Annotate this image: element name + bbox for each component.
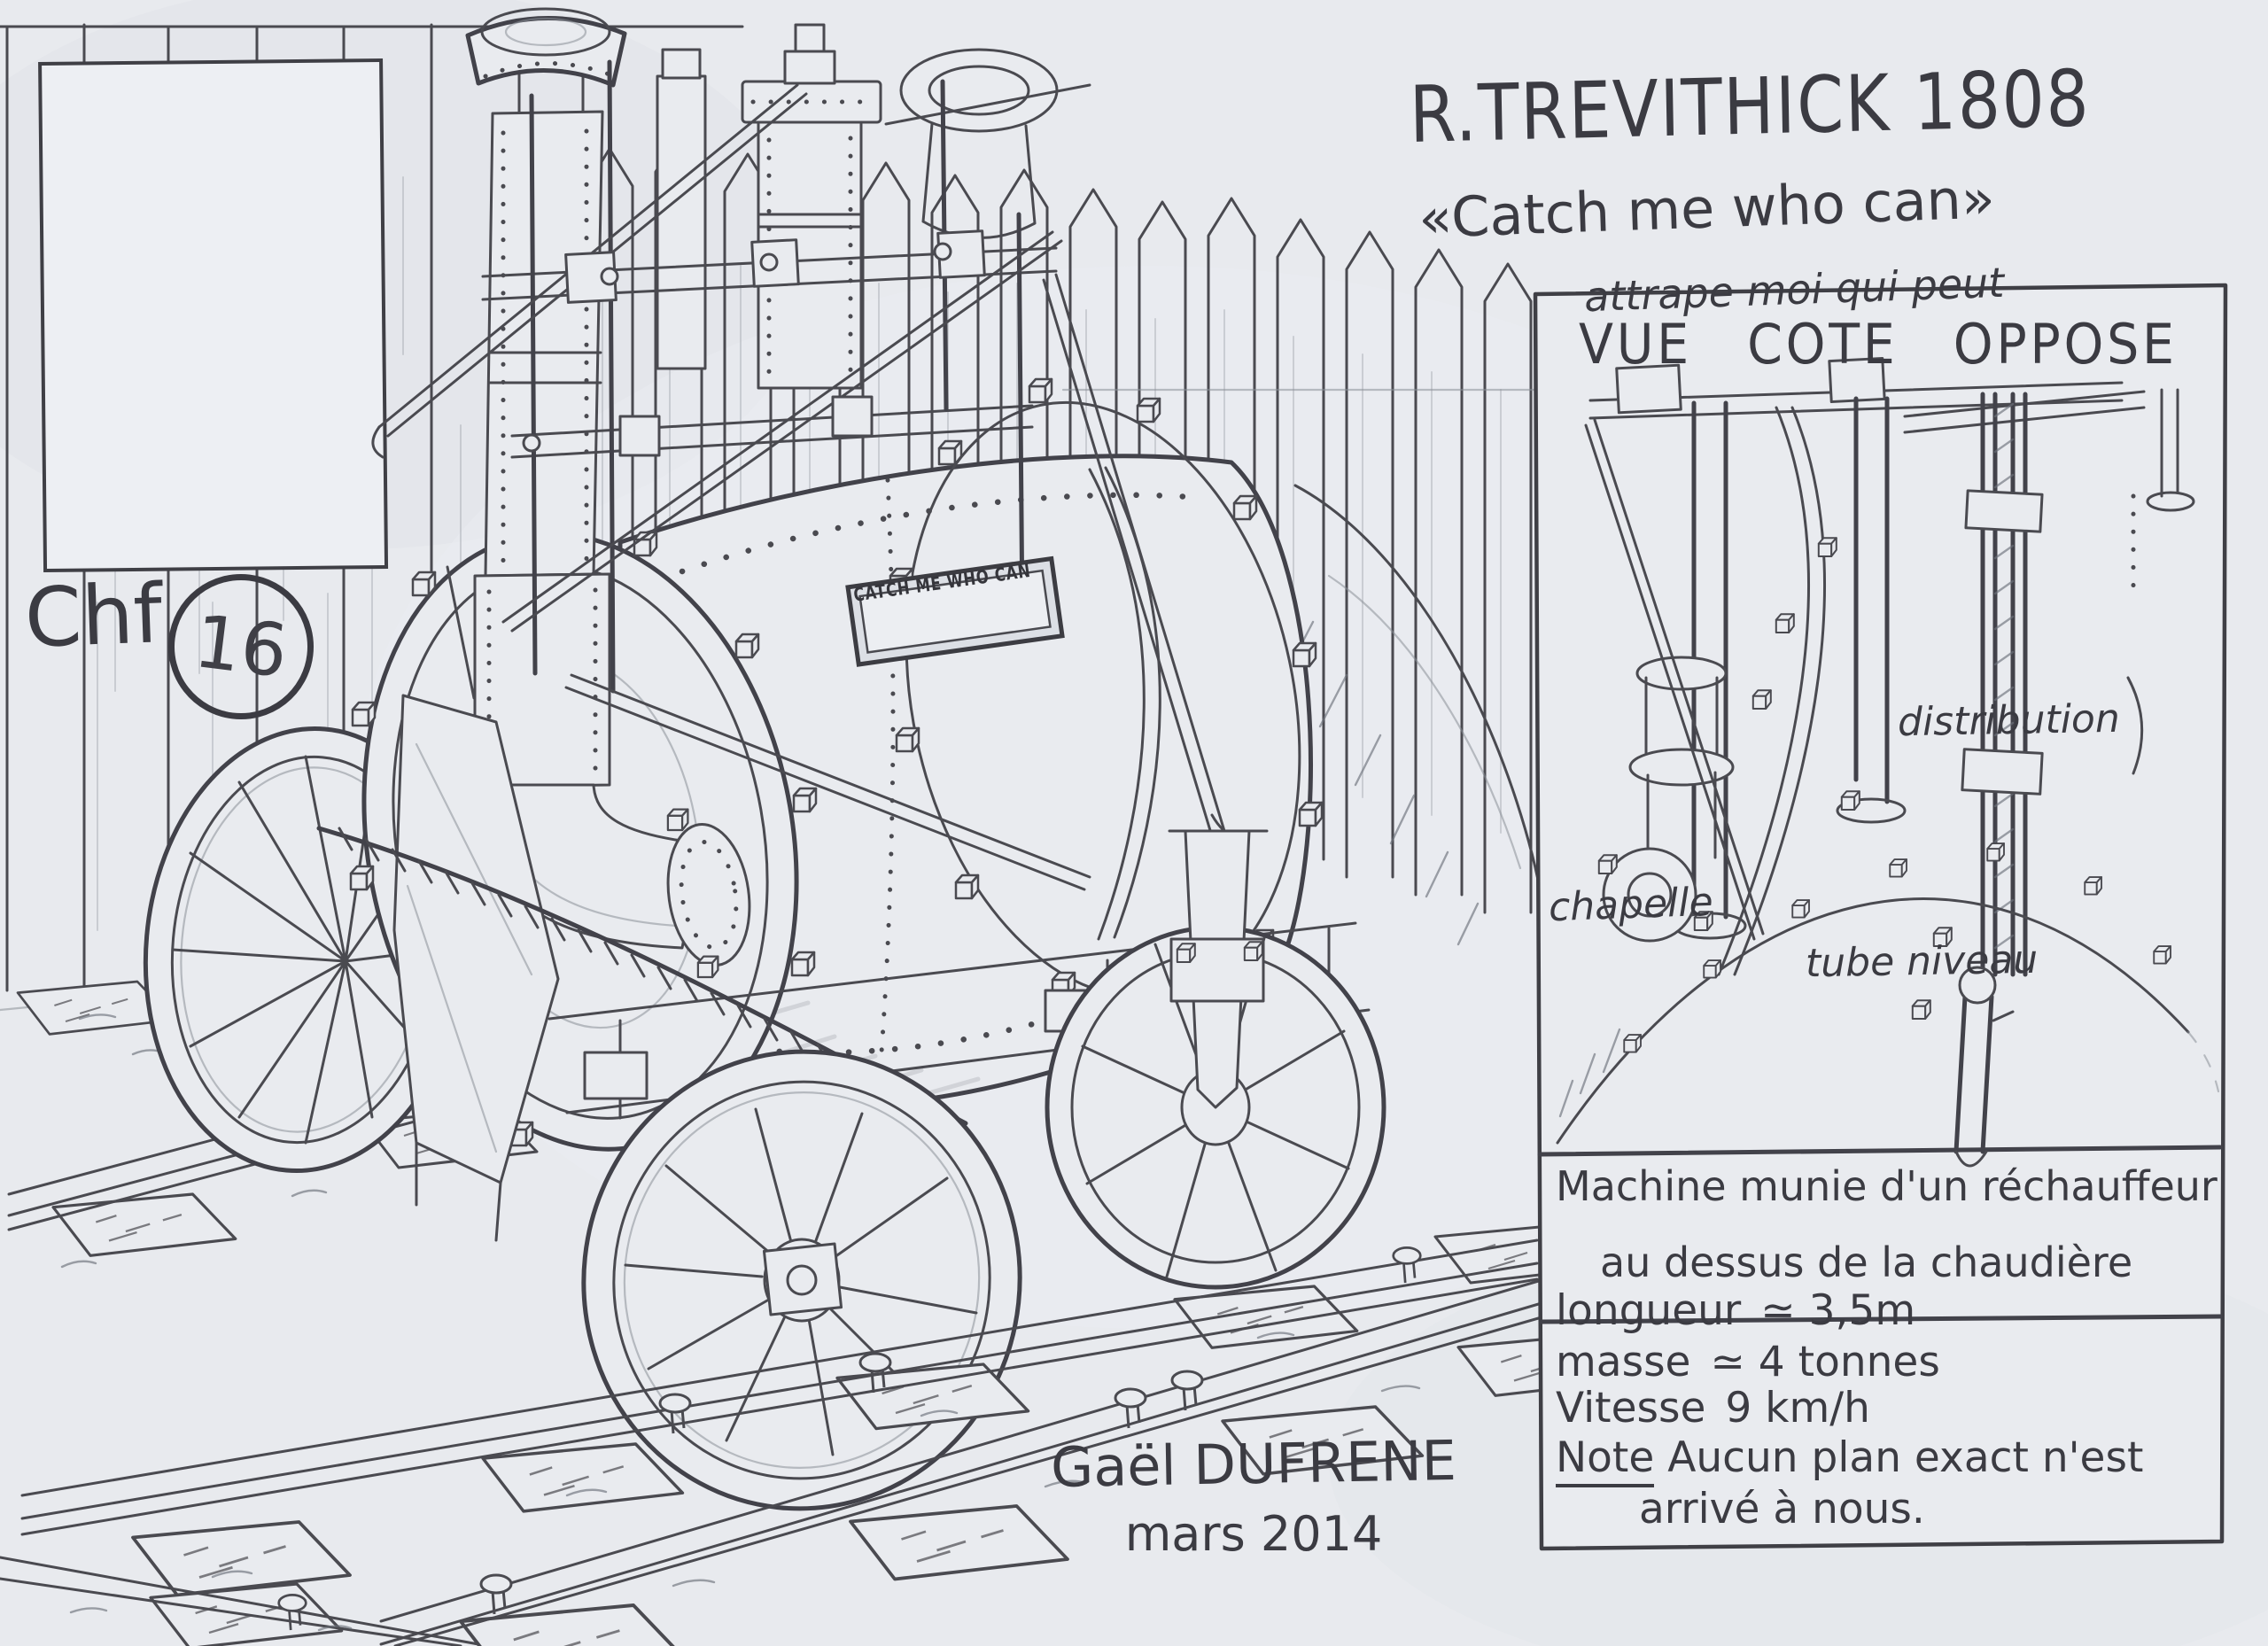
spec-mass-value: ≃ 4 tonnes (1710, 1338, 1940, 1386)
sheet-mark-number: 16 (190, 599, 292, 695)
inset-box (1533, 283, 2228, 1551)
spec-mass: masse ≃ 4 tonnes (1556, 1338, 1940, 1386)
spec-length-label: longueur (1556, 1286, 1742, 1335)
label-distribution: distribution (1897, 695, 2121, 746)
spec-speed-label: Vitesse (1556, 1384, 1706, 1432)
artist-signature: Gaël DUFRENE (1050, 1428, 1457, 1500)
rail-middle (20, 1223, 1611, 1597)
axle-fork (1168, 829, 1269, 1109)
inset-description-line2: au dessus de la chaudière (1600, 1238, 2133, 1286)
sheet-mark-prefix: Chf (23, 566, 164, 666)
right-wheel (1045, 829, 1386, 1290)
rail-near (379, 1278, 1643, 1646)
axle-bracket (392, 565, 560, 1242)
label-tube-niveau: tube niveau (1805, 936, 2039, 987)
valve-gear-framework (371, 59, 1371, 1120)
note-text-line1: Aucun plan exact n'est (1667, 1433, 2144, 1482)
spec-length: longueur ≃ 3,5m (1556, 1286, 1915, 1335)
spec-note-line1: Note Aucun plan exact n'est (1556, 1433, 2144, 1487)
label-chapelle: chapelle (1548, 879, 1714, 931)
chimney (465, 7, 751, 979)
steam-cylinder (656, 23, 1091, 390)
note-label: Note (1556, 1433, 1655, 1487)
spec-length-value: ≃ 3,5m (1760, 1286, 1916, 1335)
nameplate (845, 555, 1065, 667)
inset-detail-drawing (1556, 356, 2220, 1168)
spec-speed-value: 9 km/h (1725, 1384, 1870, 1432)
spec-speed: Vitesse 9 km/h (1556, 1384, 1870, 1432)
poster-blank (38, 58, 389, 573)
rail-corner (0, 1556, 480, 1646)
spec-note-line2: arrivé à nous. (1639, 1485, 1925, 1533)
spec-mass-label: masse (1556, 1338, 1691, 1386)
inset-title: VUE COTE OPPOSE (1579, 312, 2178, 377)
inset-description-line1: Machine munie d'un réchauffeur (1556, 1162, 2218, 1210)
signature-date: mars 2014 (1124, 1506, 1383, 1562)
drawing-title: R.TREVITHICK 1808 (1409, 52, 2092, 160)
